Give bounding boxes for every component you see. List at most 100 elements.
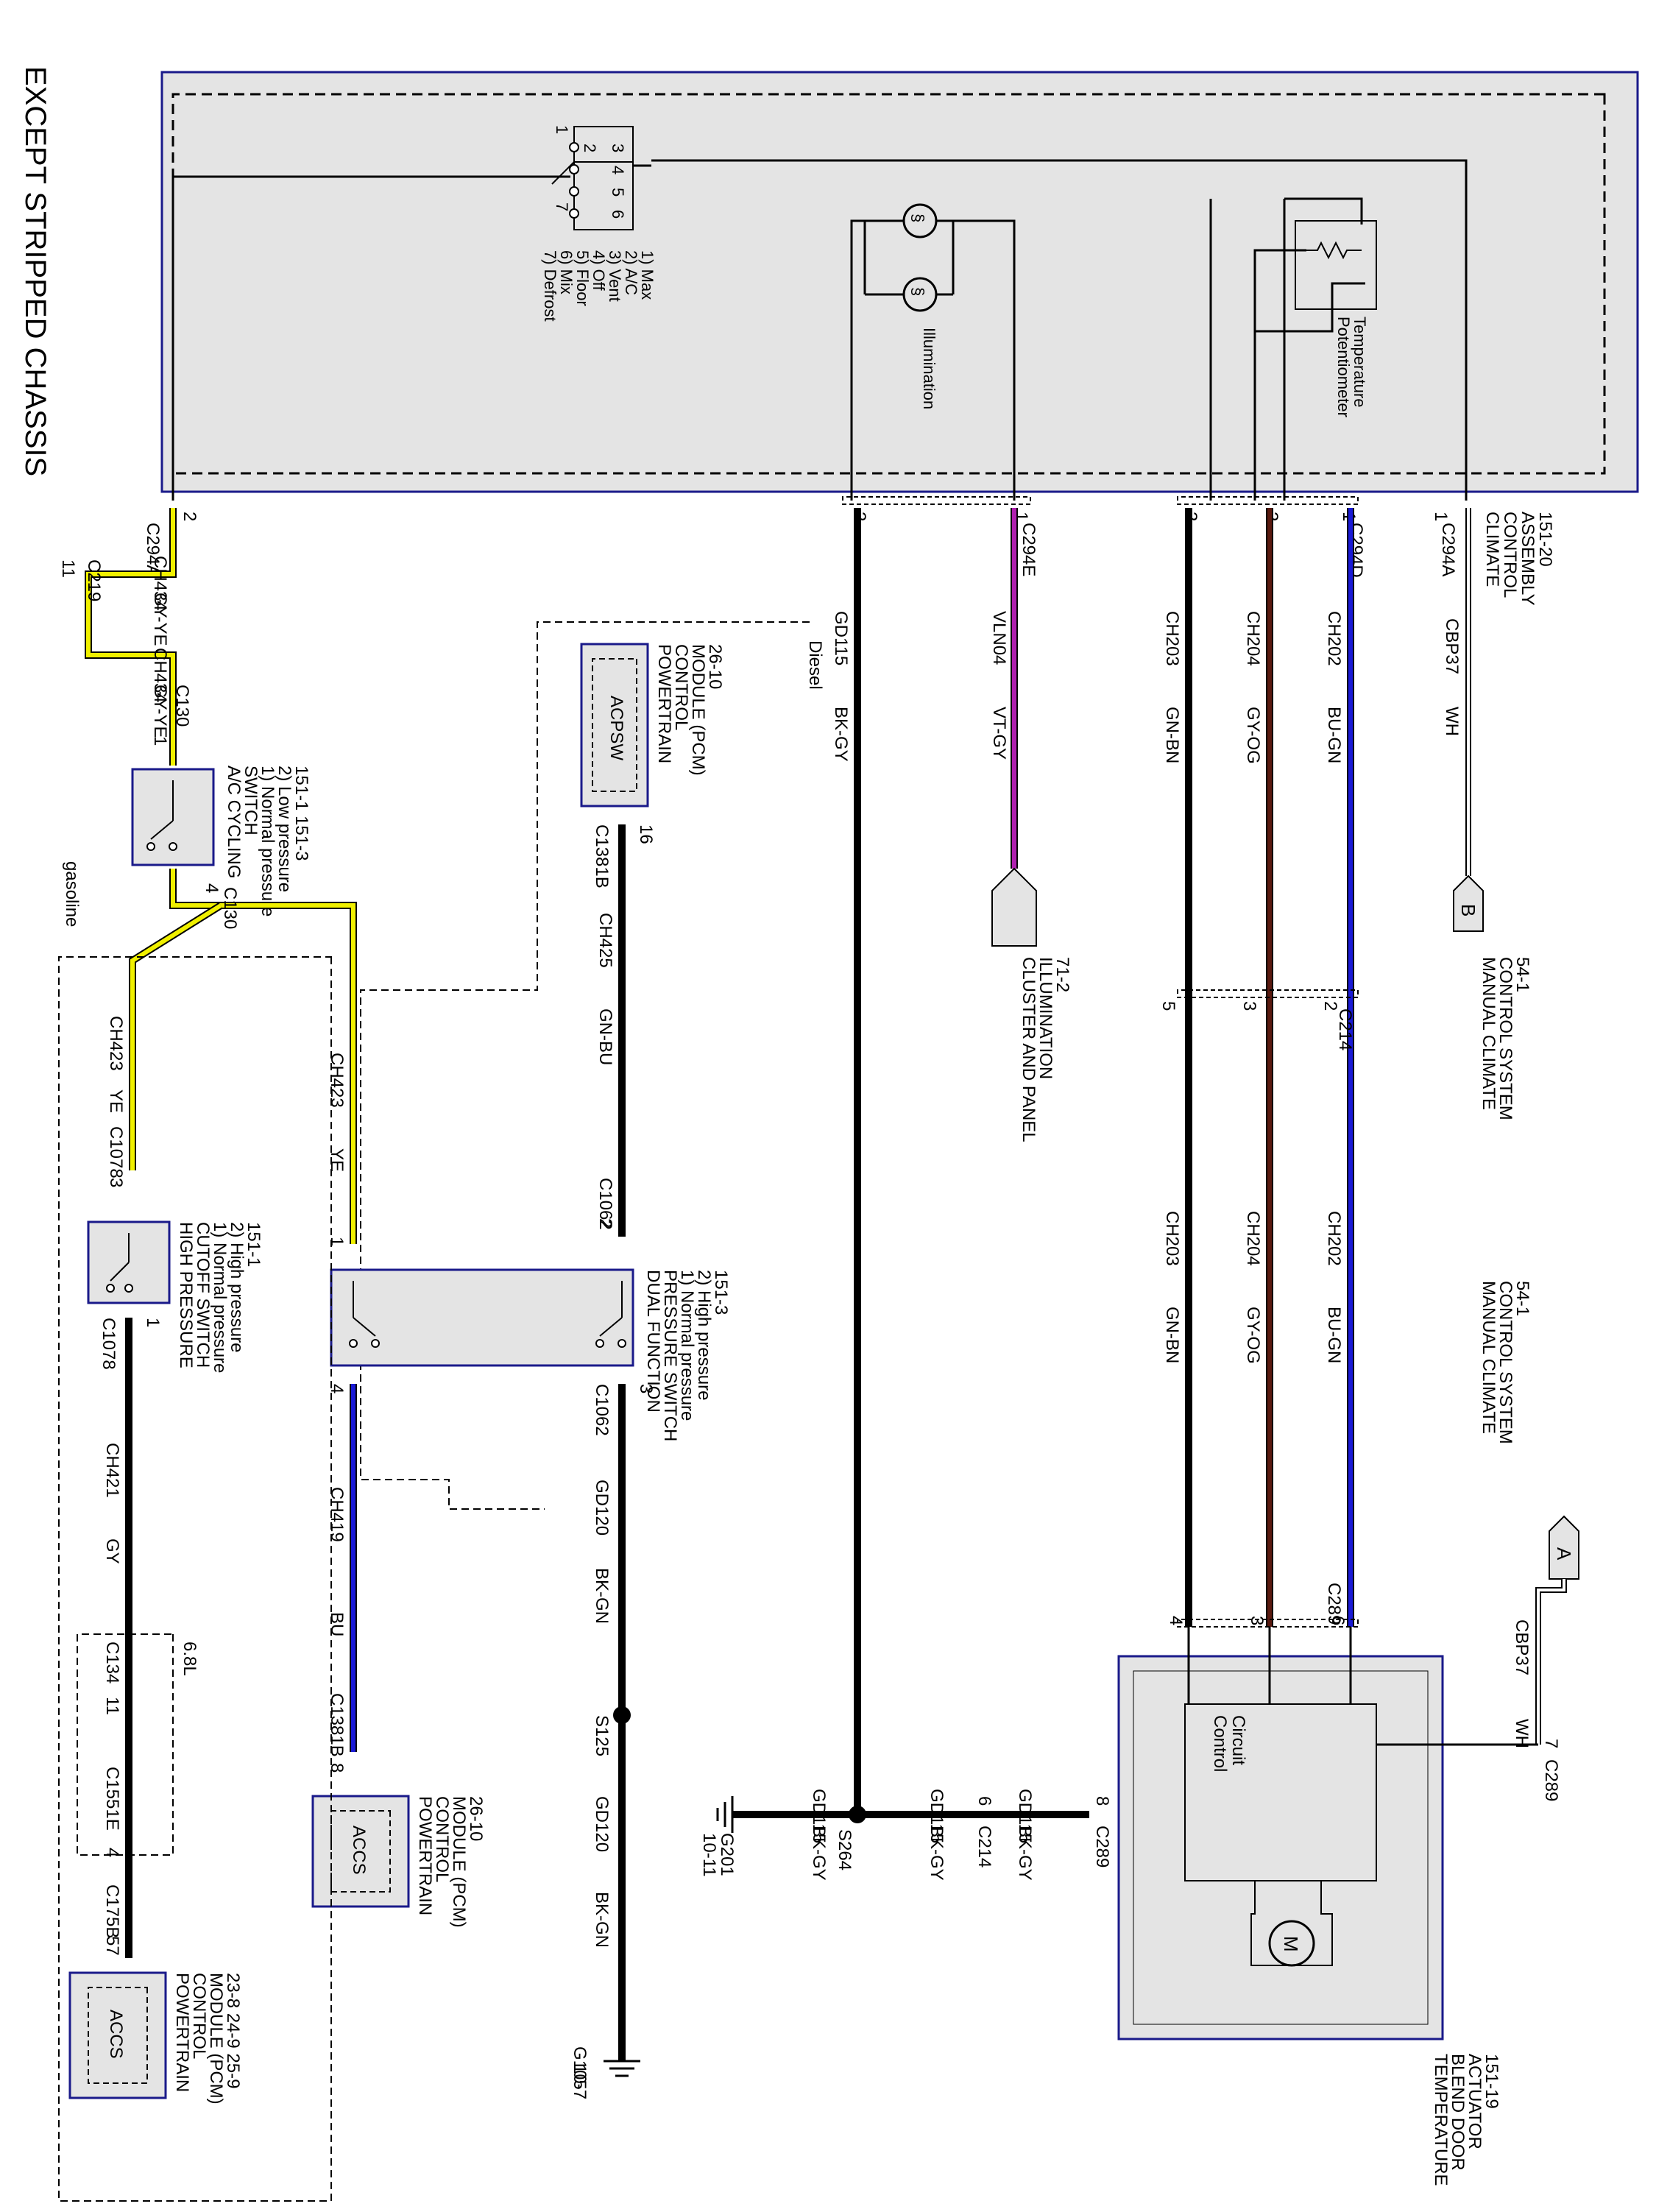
- climate-assembly-label: CLIMATE CONTROL ASSEMBLY 151-20: [1482, 512, 1555, 606]
- climate-assembly-line: CLIMATE: [1482, 512, 1502, 587]
- pin-label: 3: [106, 1178, 126, 1187]
- pin-label: 8: [1092, 1796, 1112, 1806]
- circuit-ch204-2: CH204: [1243, 1211, 1263, 1266]
- hp-cutoff-label: HIGH PRESSURE CUTOFF SWITCH 1) Normal pr…: [176, 1222, 263, 1373]
- gasoline-dashed-region: [58, 956, 332, 2202]
- flag-a-label: A: [1553, 1547, 1575, 1561]
- c294e-connector-outline: [842, 496, 1031, 505]
- manual-climate-line: MANUAL CLIMATE: [1479, 1281, 1498, 1434]
- manual-climate-label-1: MANUAL CLIMATE CONTROL SYSTEM 54-1: [1479, 957, 1532, 1120]
- ac-cycling-line: 151-1 151-3: [291, 766, 311, 861]
- pin-label: 6: [1328, 1616, 1348, 1625]
- climate-assembly-line: 151-20: [1535, 512, 1555, 567]
- circuit-gy-og-2: GY-OG: [1243, 1307, 1263, 1364]
- connector-c289-gnd: C289: [1092, 1826, 1112, 1868]
- ground-g201-label: 10-11: [699, 1833, 719, 1877]
- mode-position: 1) Max: [638, 250, 657, 300]
- diesel-label: Diesel: [805, 640, 825, 690]
- circuit-bk-gy-mid: BK-GY: [927, 1826, 946, 1881]
- connector-c1381b-2: C1381B: [327, 1693, 347, 1757]
- pcm-line: CONTROL: [189, 1973, 209, 2059]
- gasoline-label: gasoline: [62, 861, 82, 927]
- pin-label: 8: [327, 1763, 347, 1773]
- pcm-accs-box: [311, 1795, 410, 1908]
- dual-function-line: 1) Normal pressure: [677, 1270, 697, 1421]
- circuit-bk-gn-2: BK-GN: [592, 1892, 612, 1948]
- dual-function-line: DUAL FUNCTION: [643, 1270, 663, 1413]
- mode-pin-1: 1: [553, 125, 571, 134]
- pcm-3-label: POWERTRAIN CONTROL MODULE (PCM) 23-8 24-…: [172, 1973, 243, 2105]
- control-circuit-line: Circuit: [1228, 1715, 1248, 1765]
- circuit-ch419: CH419: [327, 1487, 347, 1542]
- hp-cutoff-line: 2) High pressure: [227, 1222, 247, 1352]
- circuit-gd115-mid: GD115: [927, 1789, 946, 1843]
- connector-c214-gnd: C214: [974, 1826, 994, 1868]
- hp-cutoff-line: HIGH PRESSURE: [176, 1222, 196, 1368]
- pin-label: 16: [636, 824, 656, 844]
- actuator-line: BLEND DOOR: [1448, 2054, 1468, 2171]
- connector-c130-bottom: C130: [220, 887, 240, 929]
- manual-climate-line: CONTROL SYSTEM: [1496, 1281, 1515, 1444]
- circuit-ch434: CH434: [150, 556, 170, 611]
- pin-label: 1: [327, 1237, 347, 1246]
- actuator-inner: [1133, 1670, 1429, 2025]
- mode-switch: 3 2 1 4 5 6 7: [551, 125, 634, 230]
- manual-climate-line: CONTROL SYSTEM: [1496, 957, 1515, 1120]
- circuit-ch203-2: CH203: [1162, 1211, 1182, 1266]
- cluster-connector-flag: [991, 867, 1037, 947]
- circuit-wh-2: WH: [1512, 1719, 1532, 1748]
- pin-label: 11: [102, 1697, 122, 1715]
- ground-g201-label: G201: [717, 1833, 737, 1876]
- mode-position: 6) Mix: [557, 250, 576, 294]
- accs-label-2: ACCS: [106, 2010, 126, 2059]
- pcm-line: MODULE (PCM): [449, 1796, 469, 1928]
- circuit-ch421: CH421: [102, 1443, 122, 1498]
- circuit-ch204: CH204: [1243, 611, 1263, 666]
- mode-position: 7) Defrost: [541, 250, 559, 322]
- pin-label: 2: [1320, 1001, 1340, 1011]
- six8l-label: 6.8L: [180, 1642, 199, 1676]
- dual-function-line: PRESSURE SWITCH: [660, 1270, 680, 1441]
- pin-label: 4: [327, 1384, 347, 1393]
- mode-positions-list: 1) Max 2) A/C 3) Vent 4) Off 5) Floor 6)…: [541, 250, 657, 322]
- ground-g105-label: G105: [570, 2046, 590, 2090]
- ground-g105-label: 10-7: [570, 2064, 590, 2099]
- circuit-gn-bu: GN-BU: [595, 1008, 615, 1065]
- circuit-gd120-2: GD120: [592, 1796, 612, 1852]
- circuit-ch434-2: CH434: [150, 648, 170, 703]
- mode-pin-3: 3: [609, 144, 627, 152]
- circuit-ch202: CH202: [1324, 611, 1344, 666]
- connector-c219: C219: [84, 559, 104, 601]
- pcm-line: POWERTRAIN: [172, 1973, 192, 2092]
- ac-cycling-label: A/C CYCLING SWITCH 1) Normal pressure 2)…: [224, 766, 311, 916]
- control-circuit-box: [1184, 1703, 1377, 1881]
- circuit-ch202-2: CH202: [1324, 1211, 1344, 1266]
- dual-function-line: 151-3: [711, 1270, 731, 1315]
- circuit-bk-gy-act: BK-GY: [1015, 1826, 1035, 1881]
- cluster-line: ILLUMINATION: [1036, 957, 1055, 1079]
- motor-label: M: [1280, 1936, 1302, 1952]
- illumination-lamps: § § Illumination: [863, 203, 955, 409]
- ac-cycling-line: SWITCH: [241, 766, 261, 835]
- pin-label: 5: [1158, 1001, 1178, 1011]
- circuit-wh: WH: [1442, 707, 1462, 736]
- c294d-connector-outline: [1177, 496, 1359, 505]
- pcm-line: POWERTRAIN: [654, 644, 674, 763]
- lamp-glyph: §: [909, 287, 927, 296]
- circuit-ye: YE: [327, 1148, 347, 1172]
- circuit-gy-ye: GY-YE: [150, 593, 170, 646]
- circuit-vt-gy: VT-GY: [989, 707, 1009, 760]
- pcm-line: CONTROL: [671, 644, 691, 730]
- acpsw-inner: [592, 658, 637, 792]
- mode-pin-4: 4: [609, 166, 627, 174]
- circuit-cbp37-2: CBP37: [1512, 1619, 1532, 1675]
- circuit-vln04: VLN04: [989, 611, 1009, 665]
- circuit-gy-og: GY-OG: [1243, 707, 1263, 764]
- manual-climate-label-2: MANUAL CLIMATE CONTROL SYSTEM 54-1: [1479, 1281, 1532, 1444]
- splice-s125: [613, 1706, 631, 1724]
- pin-label: 1: [150, 736, 170, 746]
- ground-g105-icon: [604, 2060, 640, 2077]
- circuit-ch425: CH425: [595, 913, 615, 968]
- pin-label: 6: [974, 1796, 994, 1806]
